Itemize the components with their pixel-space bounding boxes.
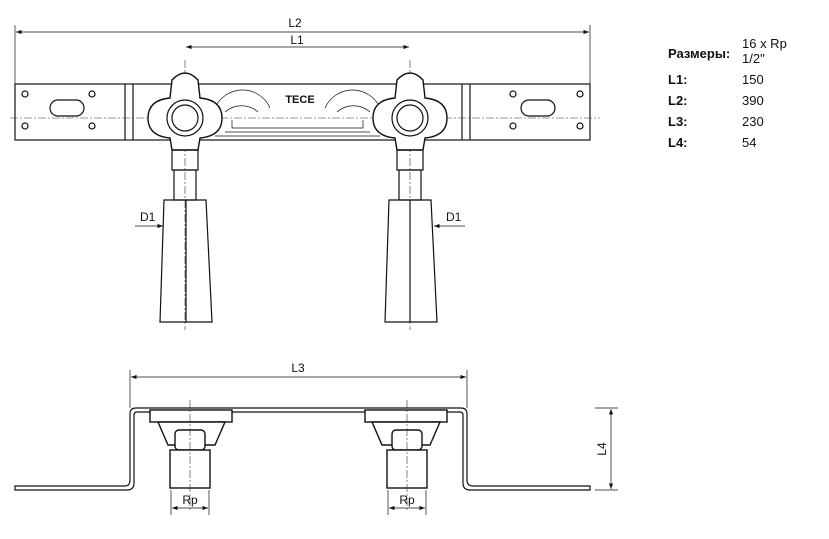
d1-right-label: D1: [446, 210, 462, 224]
brand-label: TECE: [285, 94, 314, 106]
specs-table: Размеры:16 x Rp 1/2" L1:150 L2:390 L3:23…: [668, 36, 812, 156]
top-view: L2 L1 TECE D: [10, 16, 600, 330]
l1-label: L1: [290, 33, 304, 47]
spec-row-l3: L3:230: [668, 114, 764, 129]
side-view: L3 L4 Rp Rp: [14, 361, 618, 515]
rp-right-label: Rp: [399, 493, 415, 507]
rp-left-label: Rp: [182, 493, 198, 507]
right-side-fitting: [364, 400, 448, 512]
spec-row-l2: L2:390: [668, 93, 764, 108]
mounting-plate: [14, 83, 591, 141]
d1-left-label: D1: [140, 210, 156, 224]
l3-label: L3: [291, 361, 305, 375]
l2-label: L2: [288, 16, 302, 30]
right-fitting: [372, 60, 448, 330]
spec-row-l1: L1:150: [668, 72, 764, 87]
left-side-fitting: [149, 400, 233, 512]
l4-label: L4: [595, 442, 609, 456]
spec-row-l4: L4:54: [668, 135, 757, 150]
spec-row-size: Размеры:16 x Rp 1/2": [668, 36, 787, 66]
left-fitting: [147, 60, 223, 330]
bent-plate: [14, 407, 591, 491]
